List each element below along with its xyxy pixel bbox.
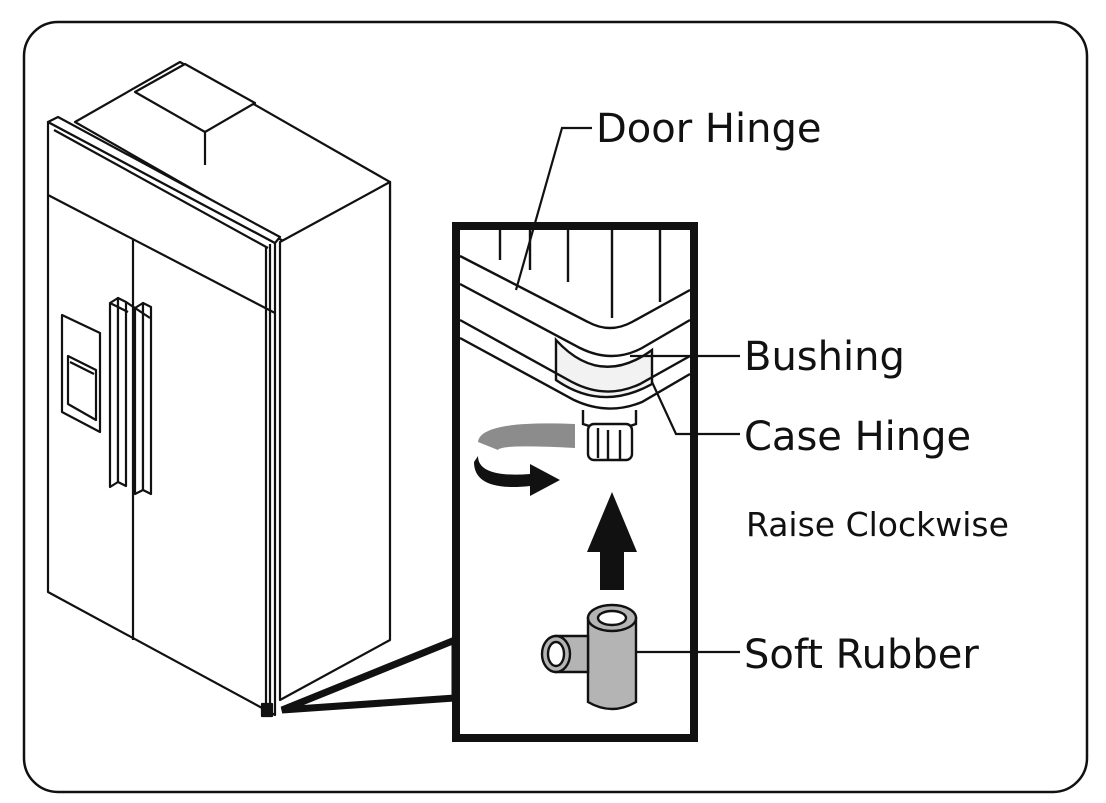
fridge-top-trim <box>46 115 282 245</box>
label-case-hinge: Case Hinge <box>744 414 971 460</box>
case-hinge-plate <box>459 318 691 410</box>
rotation-arc <box>478 423 575 450</box>
label-soft-rubber: Soft Rubber <box>744 632 979 678</box>
door-bottom-detail <box>459 230 691 358</box>
callout-box <box>452 222 698 742</box>
leader-lines <box>514 126 740 654</box>
refrigerator-illustration <box>46 60 392 718</box>
soft-rubber-part <box>540 603 638 711</box>
label-door-hinge: Door Hinge <box>596 106 821 152</box>
fridge-top-notch <box>133 62 257 134</box>
hinge-pin <box>581 410 638 462</box>
door-handles <box>108 296 153 496</box>
raise-up-arrow <box>587 492 637 590</box>
door-hinge-leader <box>514 126 592 291</box>
label-bushing: Bushing <box>744 334 905 380</box>
fridge-side-panel <box>278 180 392 702</box>
clockwise-arrow <box>474 456 560 496</box>
case-hinge-leader <box>651 381 740 436</box>
label-raise-clockwise: Raise Clockwise <box>746 505 1009 544</box>
